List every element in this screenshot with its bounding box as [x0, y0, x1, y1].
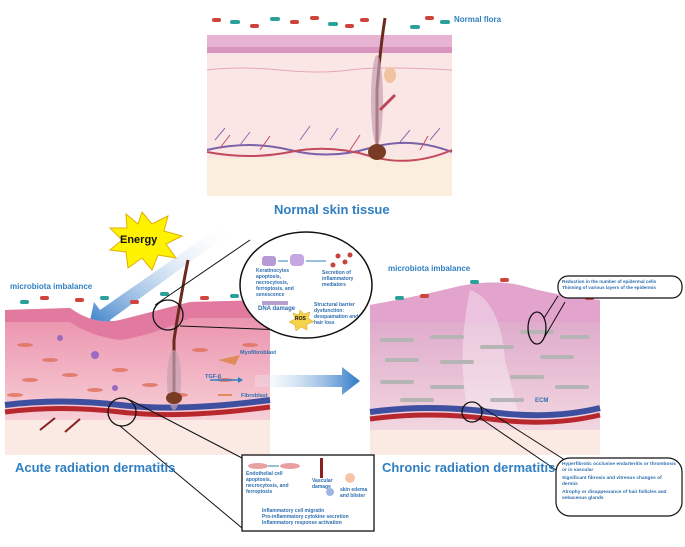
dna-damage-text: DNA damage: [258, 306, 296, 312]
ros-text: ROS: [295, 316, 306, 322]
callout-right-top: [557, 275, 683, 299]
endothelial-text: Endothelial cell apoptosis, necrocytosis…: [246, 471, 289, 495]
ros-burst: [288, 309, 315, 332]
endarteritis-text: Hyperfibrotic occlusive endarteritis or …: [562, 462, 677, 473]
energy-arrow: [88, 225, 230, 330]
normal-skin-block: [206, 16, 453, 196]
myofibroblast-label: Myofibroblast: [240, 350, 277, 356]
fibroblast-label: Fibroblast: [241, 393, 268, 399]
chronic-skin-block: [369, 278, 601, 455]
tgf-label: TGF-β: [205, 374, 222, 380]
energy-burst: [108, 210, 184, 271]
microbiota-right-label: microbiota imbalance: [388, 264, 471, 273]
normal-flora-label: Normal flora: [454, 15, 502, 24]
epidermal-reduction-text: Reduction in the number of epidermal cel…: [562, 279, 657, 284]
barrier-text: Structural barrier dysfunction: desquama…: [314, 302, 359, 326]
vascular-text: Vascular damage: [312, 478, 333, 490]
keratinocytes-text: Keratinocytes apoptosis, necrocytosis, f…: [256, 268, 294, 298]
inflammatory-line-1: Inflammatory cell migratin: [262, 508, 325, 514]
normal-skin-title: Normal skin tissue: [274, 202, 390, 217]
fibrosis-text: Significant fibrosis and vitreous change…: [562, 476, 662, 487]
acute-to-chronic-arrow: [255, 367, 360, 395]
epidermal-thinning-text: Thinning of various layers of the epider…: [562, 285, 656, 290]
inflammatory-line-3: Inflammatory response activation: [262, 520, 342, 526]
edema-text: skin edema and blister: [340, 487, 368, 499]
acute-title: Acute radiation dermatitis: [15, 460, 176, 475]
chronic-title: Chronic radiation dermatitis: [382, 460, 556, 475]
callout-right-bottom: [555, 457, 683, 517]
ecm-label: ECM: [535, 398, 549, 404]
inflammatory-line-2: Pro-inflammatory cytokine secretion: [262, 514, 349, 520]
energy-label: Energy: [120, 234, 158, 246]
secretion-text: Secretion of inflammatory mediators: [322, 270, 354, 288]
microbiota-left-label: microbiota imbalance: [10, 282, 93, 291]
follicle-atrophy-text: Atrophy or disappearance of hair follicl…: [562, 490, 667, 501]
